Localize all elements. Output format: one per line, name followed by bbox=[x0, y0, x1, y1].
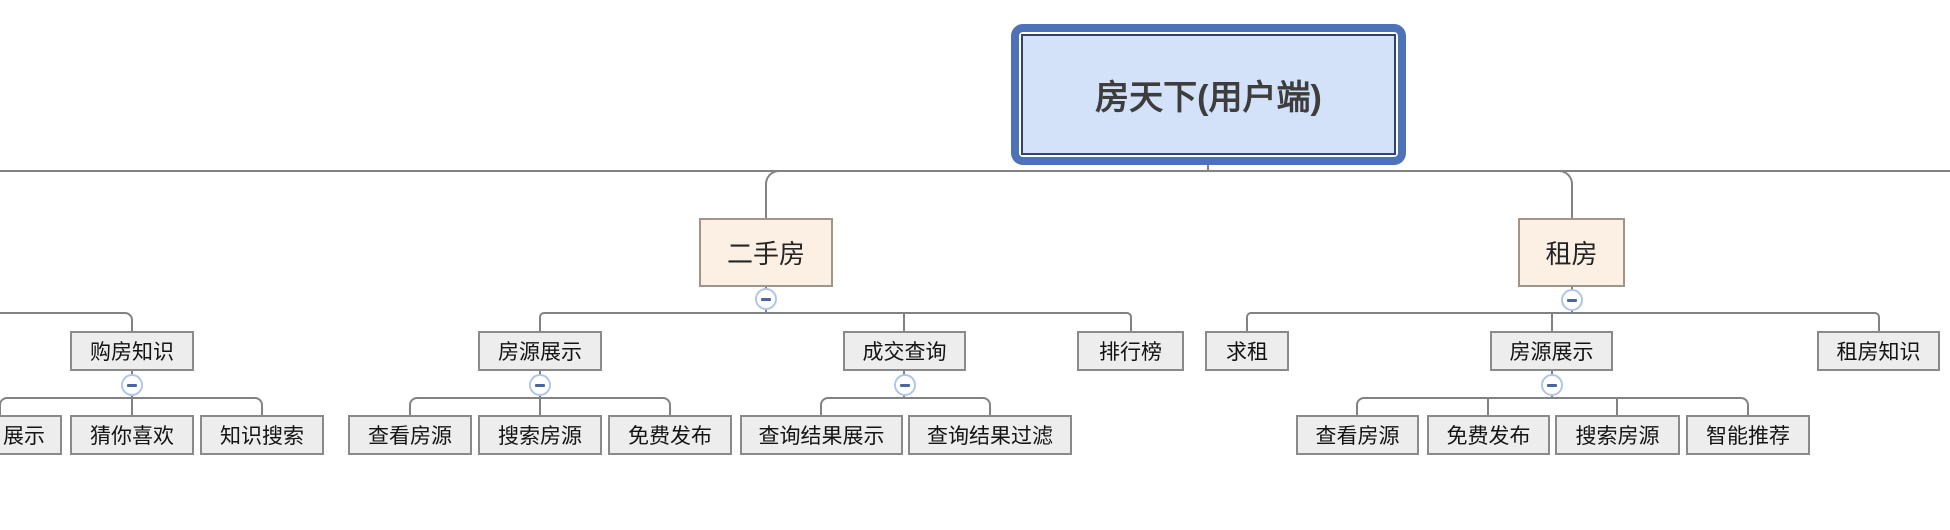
minus-dash bbox=[127, 383, 137, 387]
connector-stub-sousuofangyuan-left bbox=[539, 398, 541, 415]
connector-stub-sousuofangyuan-right bbox=[1616, 398, 1618, 415]
connector-rail-zufang-children bbox=[1246, 312, 1880, 331]
connector-stub-mianfeifabu-right bbox=[1487, 398, 1489, 415]
connector-rail-offscreen-branch bbox=[0, 312, 133, 331]
collapse-minus-icon-ershoufang[interactable] bbox=[755, 288, 777, 310]
node-zufang[interactable]: 租房 bbox=[1518, 218, 1625, 287]
connector-elbow-zufang bbox=[1549, 170, 1573, 218]
node-qiuzu[interactable]: 求租 bbox=[1205, 331, 1289, 371]
node-zhanshi-clipped[interactable]: 展示 bbox=[0, 415, 62, 455]
minus-dash bbox=[1547, 383, 1557, 387]
connector-trunk bbox=[0, 170, 1950, 172]
minus-dash bbox=[900, 383, 910, 387]
node-ershoufang[interactable]: 二手房 bbox=[699, 218, 833, 287]
collapse-minus-icon-zufang[interactable] bbox=[1561, 289, 1583, 311]
connector-root-stub bbox=[1207, 162, 1209, 172]
node-goufangzhishi[interactable]: 购房知识 bbox=[70, 331, 194, 371]
connector-stub-cainixihuan bbox=[131, 398, 133, 415]
node-chakanfangyuan-right[interactable]: 查看房源 bbox=[1296, 415, 1419, 455]
node-sousuofangyuan-left[interactable]: 搜索房源 bbox=[478, 415, 602, 455]
node-cainixihuan[interactable]: 猜你喜欢 bbox=[70, 415, 194, 455]
minus-dash bbox=[535, 383, 545, 387]
connector-stub-fangyuanzhanshi-right bbox=[1551, 313, 1553, 331]
connector-elbow-ershoufang bbox=[765, 170, 789, 218]
node-zhinengtuijian[interactable]: 智能推荐 bbox=[1686, 415, 1810, 455]
node-zhishisousuo[interactable]: 知识搜索 bbox=[200, 415, 324, 455]
collapse-minus-icon-fangyuanzhanshi-right[interactable] bbox=[1541, 374, 1563, 396]
node-chaxunjieguoguolv[interactable]: 查询结果过滤 bbox=[908, 415, 1072, 455]
collapse-minus-icon-fangyuanzhanshi-left[interactable] bbox=[529, 374, 551, 396]
node-chaxunjieguozhanshi[interactable]: 查询结果展示 bbox=[740, 415, 903, 455]
minus-dash bbox=[761, 297, 771, 301]
node-root-fangtianxia[interactable]: 房天下(用户端) bbox=[1011, 24, 1406, 165]
connector-stub-chengjiaochaxun bbox=[903, 313, 905, 331]
collapse-minus-icon-goufangzhishi[interactable] bbox=[121, 374, 143, 396]
node-chengjiaochaxun[interactable]: 成交查询 bbox=[843, 331, 966, 371]
node-mianfeifabu-left[interactable]: 免费发布 bbox=[608, 415, 732, 455]
connector-rail-ershoufang-children bbox=[539, 312, 1132, 331]
node-fangyuanzhanshi-left[interactable]: 房源展示 bbox=[478, 331, 602, 371]
connector-rail-chengjiaochaxun-children bbox=[820, 397, 991, 415]
connector-rail-fangyuanzhanshi-right-children bbox=[1356, 397, 1749, 415]
node-mianfeifabu-right[interactable]: 免费发布 bbox=[1427, 415, 1550, 455]
node-paihangbang[interactable]: 排行榜 bbox=[1077, 331, 1184, 371]
collapse-minus-icon-chengjiaochaxun[interactable] bbox=[894, 374, 916, 396]
node-sousuofangyuan-right[interactable]: 搜索房源 bbox=[1555, 415, 1680, 455]
node-chakanfangyuan-left[interactable]: 查看房源 bbox=[348, 415, 472, 455]
node-zufangzhishi[interactable]: 租房知识 bbox=[1817, 331, 1940, 371]
node-fangyuanzhanshi-right[interactable]: 房源展示 bbox=[1490, 331, 1613, 371]
minus-dash bbox=[1567, 298, 1577, 302]
root-title: 房天下(用户端) bbox=[1021, 34, 1396, 155]
